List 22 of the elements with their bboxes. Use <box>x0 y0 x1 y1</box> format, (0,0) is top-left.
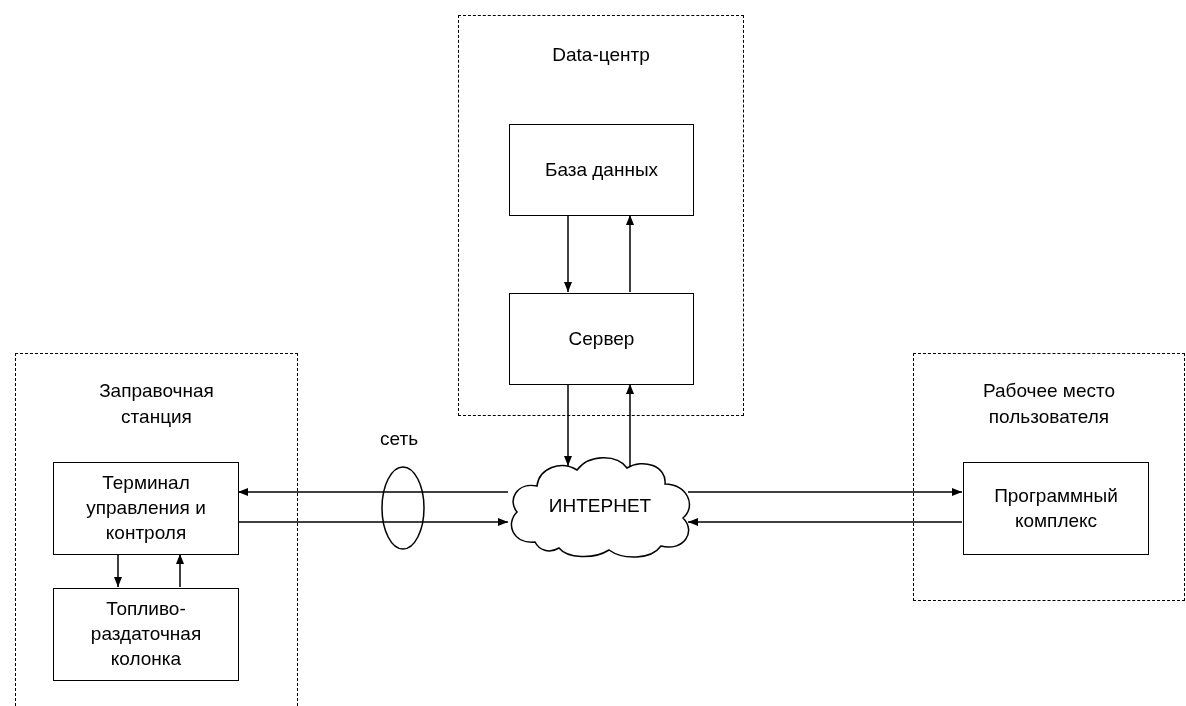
user-workplace-group <box>913 353 1185 601</box>
arrow <box>176 553 184 588</box>
fuel-dispenser-box: Топливо-раздаточная колонка <box>53 588 239 681</box>
group-title: Заправочная станция <box>98 379 215 429</box>
network-label: сеть <box>380 428 419 450</box>
arrow <box>626 214 634 293</box>
arrow <box>114 553 122 588</box>
database-box: База данных <box>509 124 694 216</box>
arrow <box>564 214 572 293</box>
arrow <box>687 488 963 496</box>
server-box: Сервер <box>509 293 694 385</box>
group-title: Data-центр <box>552 43 650 67</box>
arrow <box>626 383 634 467</box>
software-box: Программный комплекс <box>963 462 1149 555</box>
arrow <box>237 518 509 526</box>
arrow <box>237 488 509 496</box>
gas-station-group <box>15 353 298 706</box>
group-title: Рабочее место пользователя <box>981 379 1117 429</box>
arrow <box>564 383 572 467</box>
arrow <box>687 518 963 526</box>
terminal-box: Терминал управления и контроля <box>53 462 239 555</box>
data-center-group <box>458 15 744 416</box>
